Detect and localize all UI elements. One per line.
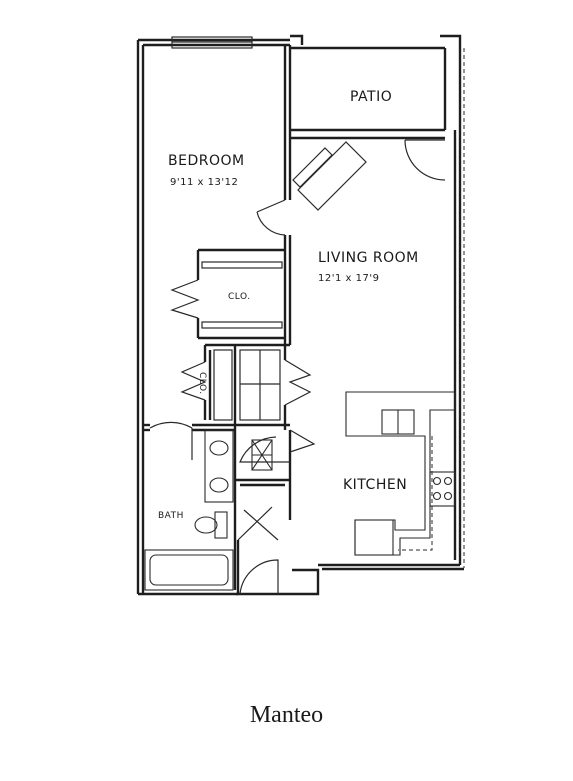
interior-walls [143,45,457,590]
kitchen-area [345,391,456,556]
kitchen-label: KITCHEN [343,477,407,493]
bath-label: BATH [158,511,184,521]
doors [149,139,446,595]
bedroom-dimensions: 9'11 x 13'12 [170,177,238,188]
bath-fixtures [144,429,234,591]
laundry-door [239,429,316,463]
closet-shelves [201,261,283,421]
hall-closet-door [180,361,207,401]
patio-label: PATIO [350,89,392,105]
linen-closet-door [284,359,312,406]
closet-label: CLO. [228,292,251,302]
toilet-bowl-icon [194,516,218,534]
bath-door [149,421,193,460]
sink-icon [209,477,229,493]
living-room-dimensions: 12'1 x 17'9 [318,273,379,284]
patio-area: PATIO [288,45,447,132]
entry-door [237,506,279,541]
bedroom-door [256,199,286,236]
sliding-door [292,141,367,211]
bedroom-label: BEDROOM [168,153,245,169]
toilet-tank-icon [214,511,228,539]
living-room-label: LIVING ROOM [318,250,419,266]
sink-icon [209,440,229,456]
front-door [239,559,279,595]
hall-closet-label: CLO. [197,372,207,395]
vanity-counter [204,429,234,503]
exterior-walls [136,34,465,596]
laundry-appliances [251,439,273,471]
closet-door [170,279,200,319]
room-labels: BEDROOM 9'11 x 13'12 LIVING ROOM 12'1 x … [158,153,419,521]
kitchen-counter [345,391,456,556]
stove-icon [429,471,456,507]
bathtub-icon [144,549,234,591]
refrigerator-icon [354,519,394,556]
plan-name: Manteo [249,702,324,728]
patio-door [404,139,446,181]
